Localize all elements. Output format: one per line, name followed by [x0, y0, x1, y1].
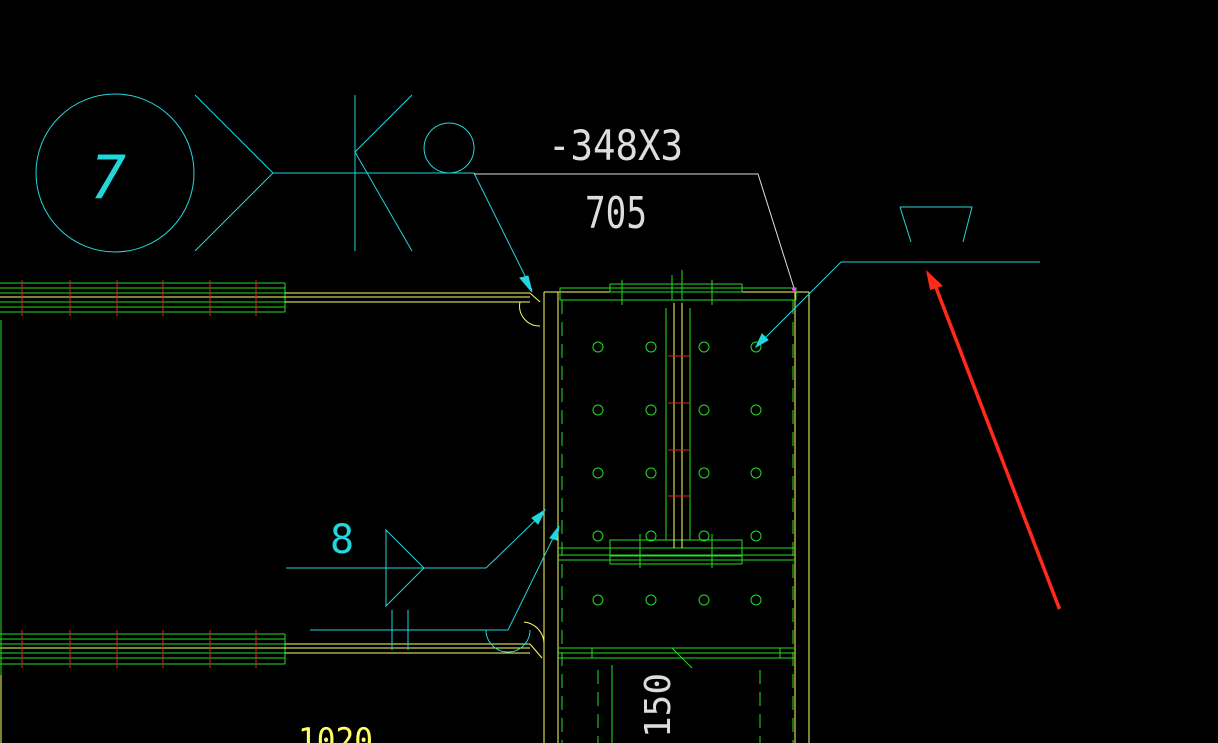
leader-endpoint-marker [792, 287, 796, 291]
detail-bubble [35, 93, 195, 253]
plate-length-text: 705 [585, 188, 647, 239]
weld-symbol-top [35, 93, 533, 293]
upper-beam [0, 280, 541, 327]
bottom-dimension-text: 1020 [298, 721, 373, 743]
bolt-holes [592, 341, 762, 606]
weld-symbol-bottom [286, 508, 560, 653]
plate-spec-text: -348X3 [548, 121, 683, 170]
all-around-circle-icon [423, 122, 475, 174]
red-annotation-arrow [926, 270, 1061, 610]
weld-size-text: 8 [330, 517, 354, 563]
plate-leader [474, 173, 795, 289]
steel-column [543, 270, 810, 743]
detail-number-text: 7 [90, 143, 126, 213]
vertical-dimension-text: 150 [638, 673, 679, 738]
weld-symbol-right [754, 206, 1040, 349]
lower-beam [0, 621, 545, 668]
